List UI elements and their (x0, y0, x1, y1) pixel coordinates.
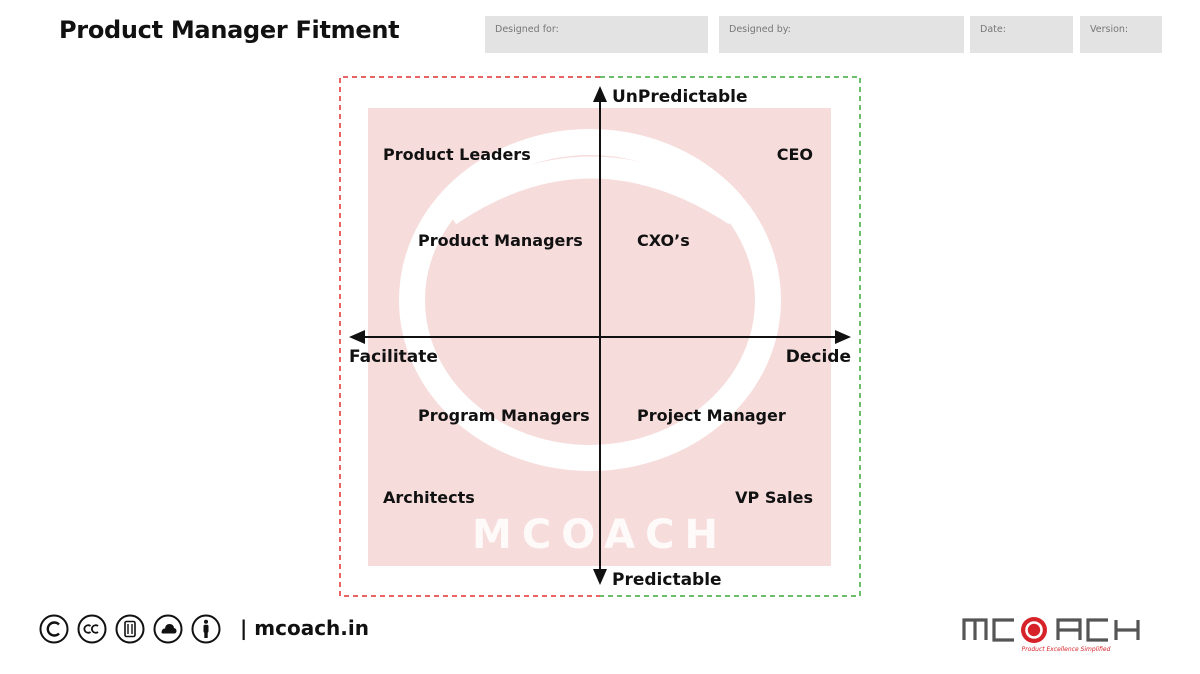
copyright-icon (39, 614, 69, 644)
axis-label-facilitate: Facilitate (349, 347, 438, 367)
designed-for-field[interactable]: Designed for: (485, 16, 708, 53)
arrow-left-icon (349, 330, 365, 344)
frame-left-border (339, 76, 600, 597)
arrow-right-icon (835, 330, 851, 344)
label-product-leaders: Product Leaders (383, 145, 531, 164)
logo-tagline: Product Excellence Simplified (1022, 646, 1111, 653)
designed-by-field[interactable]: Designed by: (719, 16, 964, 53)
arrow-up-icon (593, 86, 607, 102)
axis-label-unpredictable: UnPredictable (612, 87, 747, 107)
cc-nd-icon (115, 614, 145, 644)
logo-emblem-icon (1021, 617, 1047, 643)
version-field[interactable]: Version: (1080, 16, 1162, 53)
arrow-down-icon (593, 569, 607, 585)
cc-sa-icon (153, 614, 183, 644)
label-ceo: CEO (777, 145, 813, 164)
axis-label-predictable: Predictable (612, 570, 722, 590)
label-program-managers: Program Managers (418, 406, 590, 425)
watermark-arc (443, 156, 742, 225)
site-url[interactable]: | mcoach.in (240, 616, 369, 640)
cc-by-icon (191, 614, 221, 644)
cc-icon (77, 614, 107, 644)
page-title: Product Manager Fitment (59, 16, 400, 44)
date-field[interactable]: Date: (970, 16, 1073, 53)
frame-right-border (600, 76, 861, 597)
axis-label-decide: Decide (786, 347, 851, 367)
label-architects: Architects (383, 488, 475, 507)
watermark-text: MCOACH (472, 512, 728, 558)
license-icons (38, 613, 222, 645)
watermark-ring (399, 129, 781, 471)
label-product-managers: Product Managers (418, 231, 583, 250)
label-vp-sales: VP Sales (735, 488, 813, 507)
label-project-manager: Project Manager (637, 406, 786, 425)
mcoach-logo: Product Excellence Simplified (962, 617, 1140, 653)
label-cxos: CXO’s (637, 231, 690, 250)
